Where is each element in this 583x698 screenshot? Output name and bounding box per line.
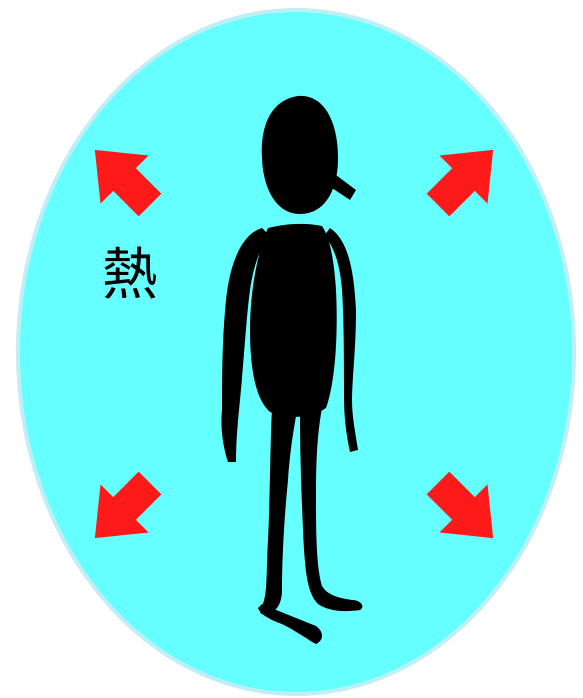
heat-label: 熱 [102, 248, 158, 304]
